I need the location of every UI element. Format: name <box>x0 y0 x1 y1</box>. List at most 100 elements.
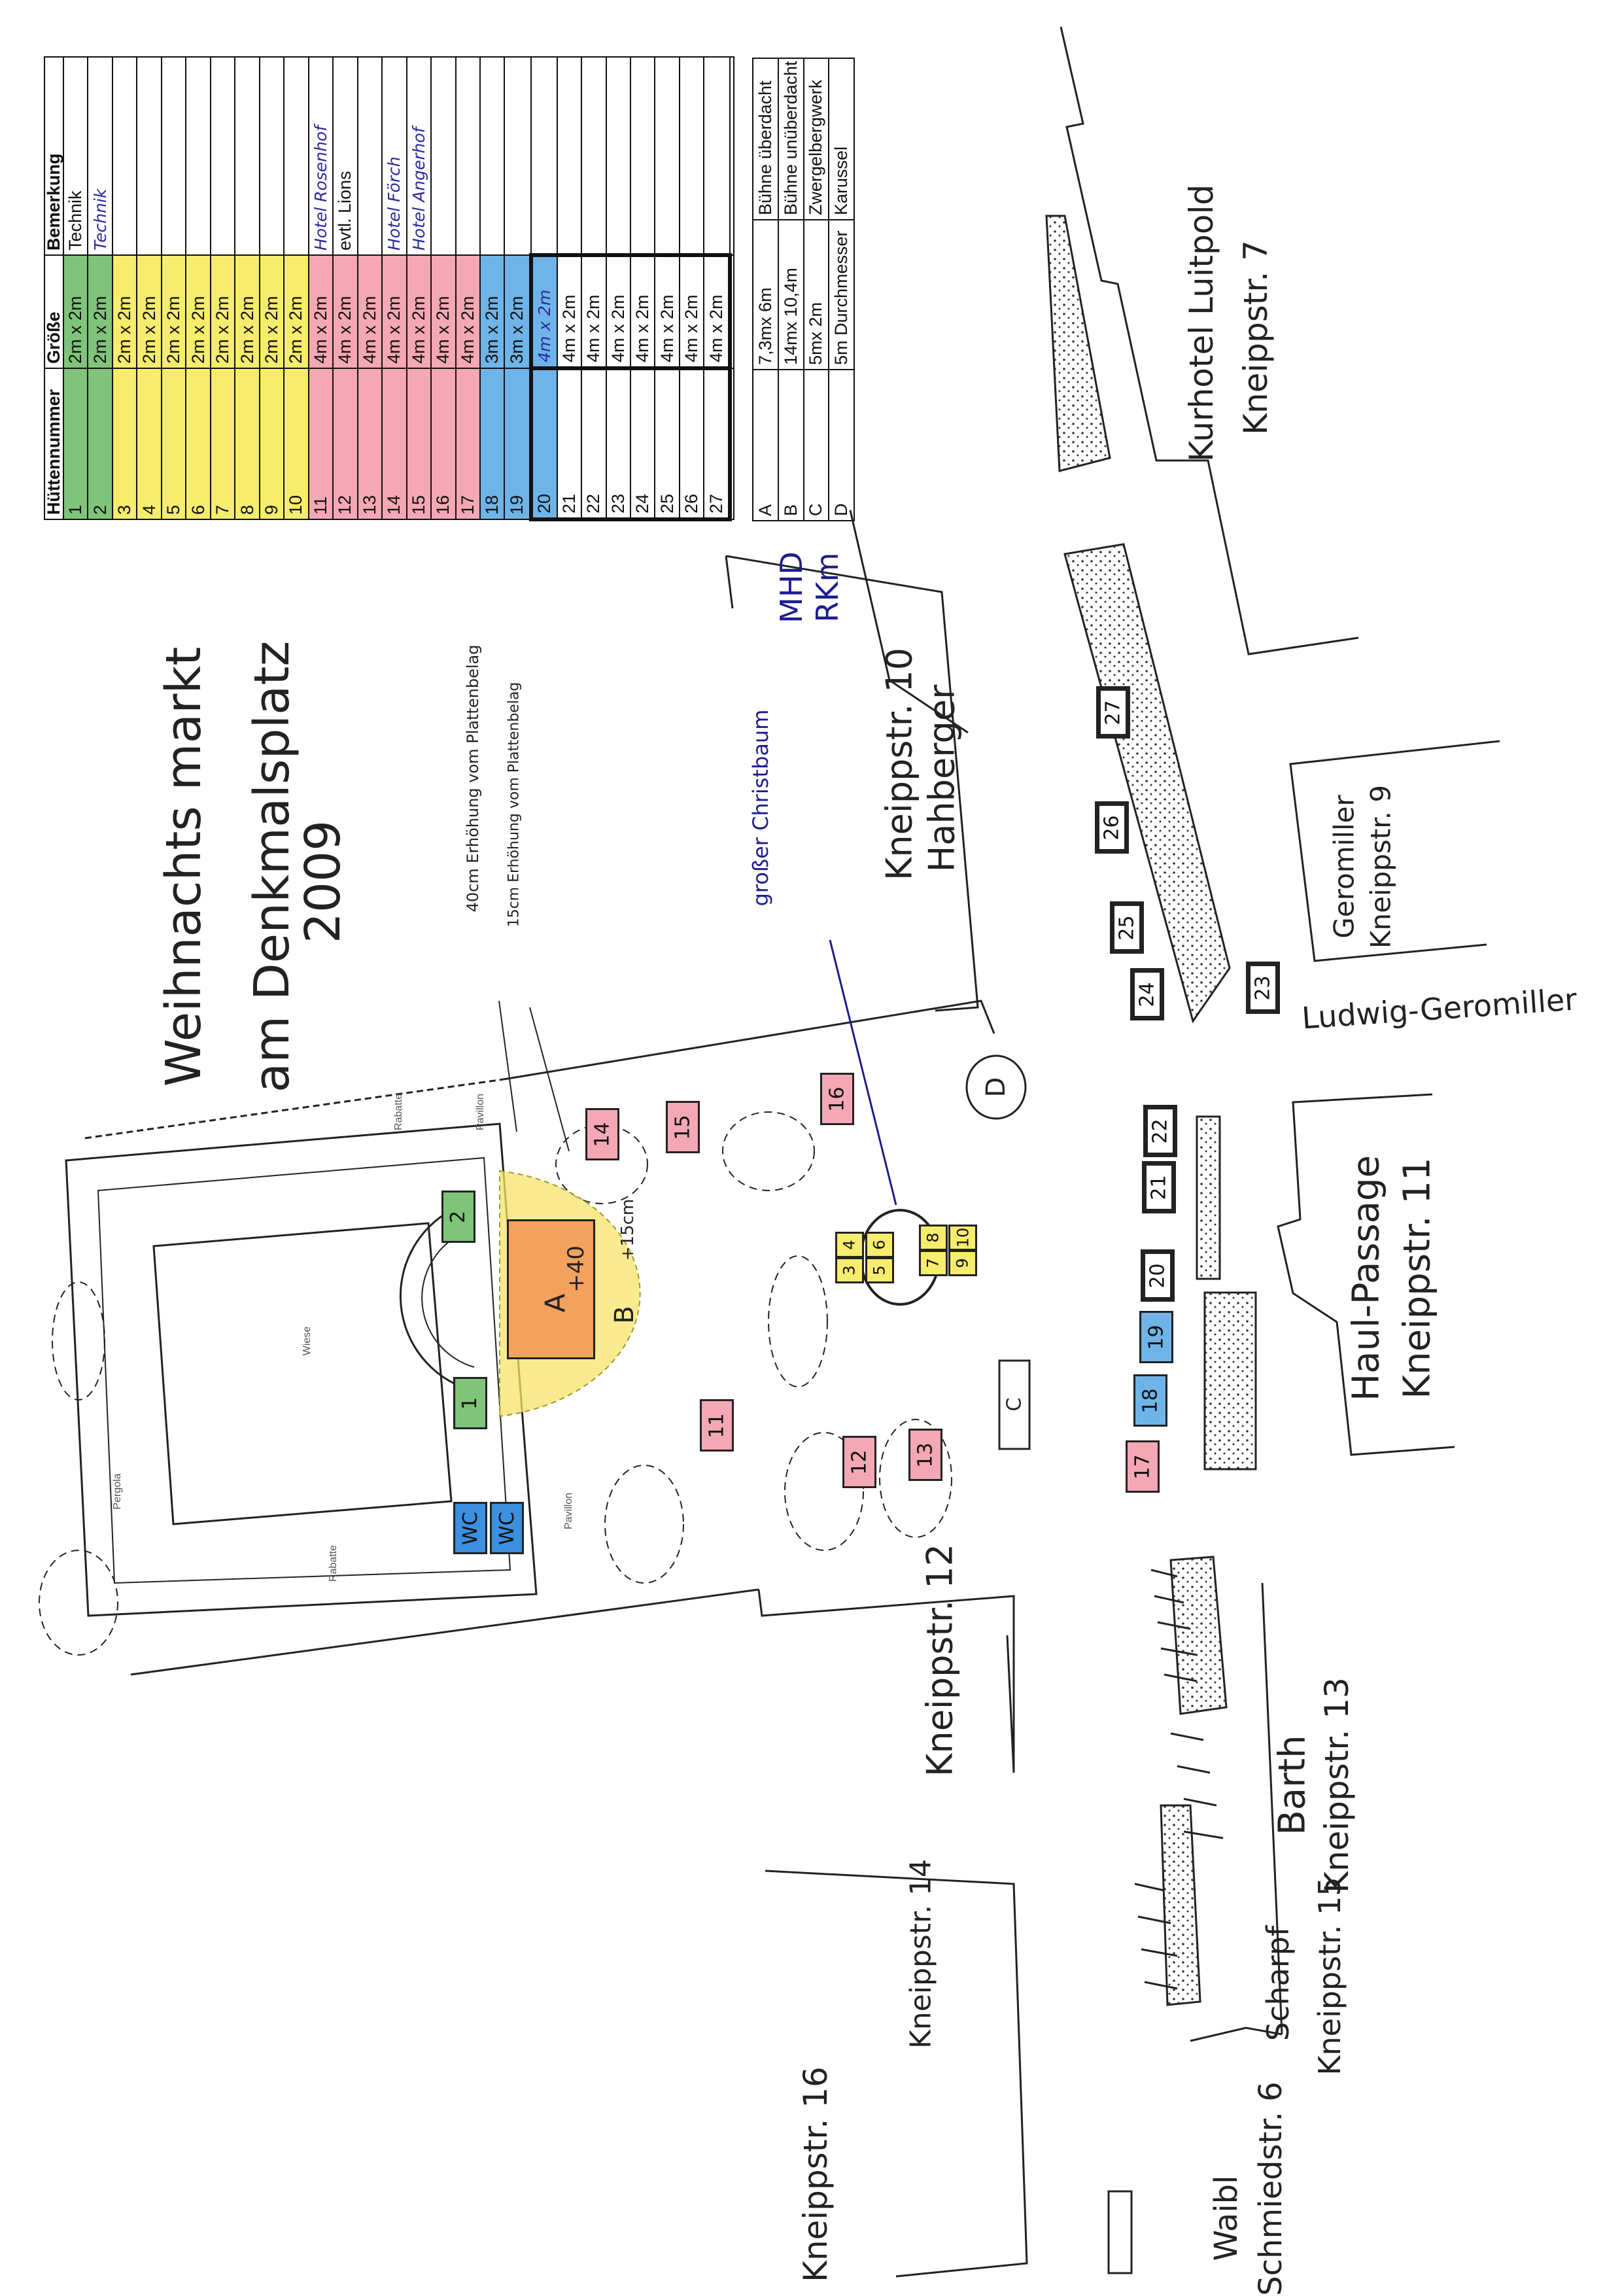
label-kneippstr-16: Kneippstr. 16 <box>797 2066 835 2282</box>
stall-number: 9 <box>954 1258 972 1268</box>
stage-b-label: B <box>610 1306 640 1324</box>
wc-label: WC <box>458 1511 482 1545</box>
stall-number: 16 <box>825 1086 849 1112</box>
mhd-label: MHD <box>774 551 809 623</box>
christbaum-line <box>829 939 897 1206</box>
haul-passage-outline <box>1277 1093 1455 1456</box>
stall-number: 17 <box>1131 1453 1154 1480</box>
label-kneippstr-15: Kneippstr. 15 <box>1312 1877 1347 2076</box>
area-c-label: C <box>1003 1397 1026 1412</box>
stall-number: 23 <box>1251 975 1275 1001</box>
stall-number: 26 <box>1100 814 1124 841</box>
stall-19: 19 <box>1139 1311 1173 1363</box>
christbaum-label: großer Christbaum <box>748 709 773 907</box>
stall-12: 12 <box>842 1436 876 1488</box>
stall-11: 11 <box>700 1399 734 1452</box>
stall-number: 11 <box>705 1412 729 1438</box>
pavillon-label-2: Pavillon <box>475 1093 486 1131</box>
stall-2: 2 <box>441 1191 475 1243</box>
stall-13: 13 <box>908 1429 942 1481</box>
fountain-arc <box>399 1206 462 1388</box>
note-40cm: 40cm Erhöhung vom Plattenbelag <box>464 644 482 913</box>
stall-number: 18 <box>1139 1387 1162 1414</box>
stage-b-height: +15cm <box>618 1198 638 1261</box>
stall-number: 24 <box>1135 981 1159 1007</box>
wc-label: WC <box>495 1511 519 1545</box>
kneippstr-16-outline <box>765 1870 1028 2278</box>
stall-25: 25 <box>1110 901 1144 954</box>
stall-number: 2 <box>447 1210 470 1223</box>
stall-20: 20 <box>1141 1249 1175 1302</box>
stall-17: 17 <box>1126 1440 1160 1493</box>
title-line-1: Weihnachts markt <box>156 646 212 1087</box>
stall-number: 1 <box>458 1397 482 1410</box>
title-line-3: 2009 <box>295 820 351 944</box>
label-kneippstr-7: Kneippstr. 7 <box>1237 240 1275 435</box>
stall-24: 24 <box>1130 968 1164 1020</box>
label-kneippstr-14: Kneippstr. 14 <box>904 1858 938 2049</box>
label-geromiller: Geromiller <box>1328 795 1360 939</box>
stall-number: 13 <box>914 1442 937 1468</box>
label-schmiedstr-6: Schmiedstr. 6 <box>1252 2081 1289 2296</box>
stall-3: 3 <box>835 1257 864 1283</box>
stall-7: 7 <box>919 1250 948 1276</box>
stall-18: 18 <box>1133 1374 1167 1427</box>
stall-6: 6 <box>865 1232 894 1258</box>
rkm-label: RKm <box>810 552 845 623</box>
stall-14: 14 <box>585 1108 619 1160</box>
lawn-outline <box>152 1222 453 1525</box>
stall-16: 16 <box>820 1073 854 1125</box>
stall-10: 10 <box>948 1225 977 1251</box>
stage-a: A +40 <box>507 1219 595 1359</box>
stall-number: 19 <box>1145 1324 1168 1350</box>
stall-number: 20 <box>1146 1262 1169 1289</box>
stall-number: 3 <box>840 1265 859 1276</box>
rabatte-label: Rabatte <box>328 1544 339 1582</box>
stall-22: 22 <box>1143 1105 1177 1157</box>
label-haul-passage: Haul-Passage <box>1345 1155 1388 1401</box>
stall-number: 7 <box>924 1258 942 1268</box>
stall-number: 15 <box>671 1114 695 1140</box>
stage-a-label: A <box>539 1293 572 1313</box>
kurhotel-outline <box>1060 26 1359 655</box>
stall-26: 26 <box>1095 801 1129 854</box>
label-kneippstr-11: Kneippstr. 11 <box>1396 1157 1439 1399</box>
label-scharpf: Scharpf <box>1260 1925 1296 2042</box>
stall-15: 15 <box>666 1101 700 1153</box>
stall-number: 4 <box>840 1240 859 1250</box>
stall-number: 14 <box>591 1121 614 1147</box>
stall-number: 6 <box>871 1240 889 1250</box>
square-outline <box>65 1122 538 1617</box>
wc-2: WC <box>490 1502 524 1554</box>
note-15cm: 15cm Erhöhung vom Plattenbelag <box>506 682 523 928</box>
label-hahberger: Hahberger <box>921 684 963 873</box>
lawn-label: Wiese <box>302 1326 313 1356</box>
stall-9: 9 <box>948 1250 977 1276</box>
stall-21: 21 <box>1142 1161 1176 1213</box>
rabatte-label-2: Rabatte <box>393 1093 404 1131</box>
pavillon-label: Pavillon <box>563 1492 574 1530</box>
label-kurhotel: Kurhotel Luitpold <box>1182 184 1220 462</box>
title-line-2: am Denkmalsplatz <box>244 640 300 1093</box>
label-kneippstr-13: Kneippstr. 13 <box>1318 1677 1356 1893</box>
label-kneippstr-10: Kneippstr. 10 <box>878 647 920 881</box>
label-kneippstr-9: Kneippstr. 9 <box>1364 784 1397 949</box>
stall-23: 23 <box>1246 962 1280 1014</box>
label-barth: Barth <box>1271 1735 1314 1835</box>
stall-27: 27 <box>1096 686 1130 739</box>
stall-number: 8 <box>924 1232 942 1243</box>
stage-a-height: +40 <box>563 1245 590 1293</box>
label-waibl: Waibl <box>1208 2175 1245 2261</box>
label-kneippstr-12: Kneippstr. 12 <box>919 1543 961 1777</box>
stall-number: 25 <box>1115 914 1139 941</box>
stall-5: 5 <box>865 1257 894 1283</box>
wc-1: WC <box>453 1502 487 1554</box>
stall-1: 1 <box>453 1377 487 1429</box>
square-inner <box>97 1157 511 1584</box>
geromiller-outline <box>1289 740 1500 962</box>
stall-8: 8 <box>919 1225 948 1251</box>
stall-number: 12 <box>848 1449 871 1475</box>
stall-number: 10 <box>953 1227 972 1248</box>
pergola-label: Pergola <box>112 1473 123 1510</box>
